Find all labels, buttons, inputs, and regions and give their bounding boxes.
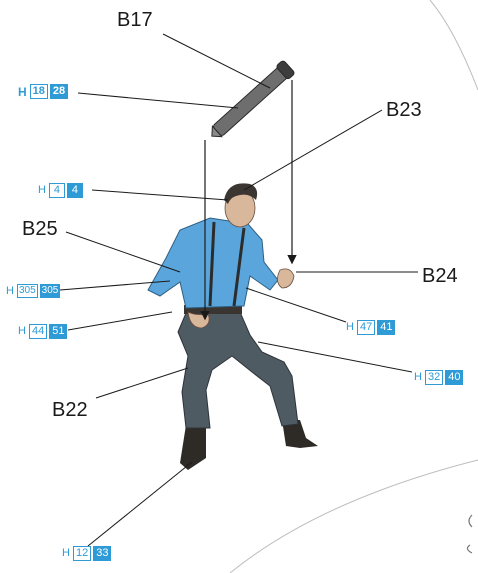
part-label-b17: B17 — [117, 10, 153, 30]
color-ref-code-a: 18 — [30, 84, 48, 99]
color-ref-prefix: H — [6, 286, 14, 297]
color-ref-code-b: 40 — [445, 370, 463, 385]
right-hand — [277, 269, 294, 288]
color-ref-prefix: H — [18, 86, 27, 98]
color-ref-h12-33: H 12 33 — [62, 546, 111, 561]
color-ref-code-a: 44 — [29, 324, 47, 339]
background-arc-top-right — [430, 0, 478, 90]
color-ref-code-a: 12 — [73, 546, 91, 561]
part-label-b22: B22 — [52, 400, 88, 420]
rifle-part — [206, 60, 295, 143]
color-ref-code-b: 51 — [49, 324, 67, 339]
color-ref-prefix: H — [346, 322, 354, 333]
color-ref-h32-40: H 32 40 — [414, 370, 463, 385]
color-ref-prefix: H — [38, 185, 46, 196]
color-ref-code-b: 41 — [377, 320, 395, 335]
part-label-b25: B25 — [22, 219, 58, 239]
part-label-b23: B23 — [386, 100, 422, 120]
color-ref-prefix: H — [62, 548, 70, 559]
color-ref-code-b: 33 — [93, 546, 111, 561]
background-small-mark — [467, 515, 472, 553]
color-ref-code-a: 47 — [357, 320, 375, 335]
color-ref-h305-305: H 305 305 — [6, 284, 60, 298]
background-arc-bottom — [230, 460, 478, 573]
color-ref-prefix: H — [414, 372, 422, 383]
left-boot — [180, 425, 206, 470]
color-ref-code-b: 4 — [67, 183, 83, 198]
color-ref-h4-4: H 4 4 — [38, 183, 83, 198]
color-ref-code-a: 32 — [425, 370, 443, 385]
color-ref-code-b: 305 — [40, 284, 61, 298]
color-ref-h47-41: H 47 41 — [346, 320, 395, 335]
color-ref-h18-28: H 18 28 — [18, 84, 68, 99]
color-ref-code-b: 28 — [50, 84, 68, 99]
color-ref-code-a: 305 — [17, 284, 38, 298]
color-ref-prefix: H — [18, 326, 26, 337]
part-label-b24: B24 — [422, 266, 458, 286]
trousers — [178, 312, 298, 428]
color-ref-code-a: 4 — [49, 183, 65, 198]
color-ref-h44-51: H 44 51 — [18, 324, 67, 339]
